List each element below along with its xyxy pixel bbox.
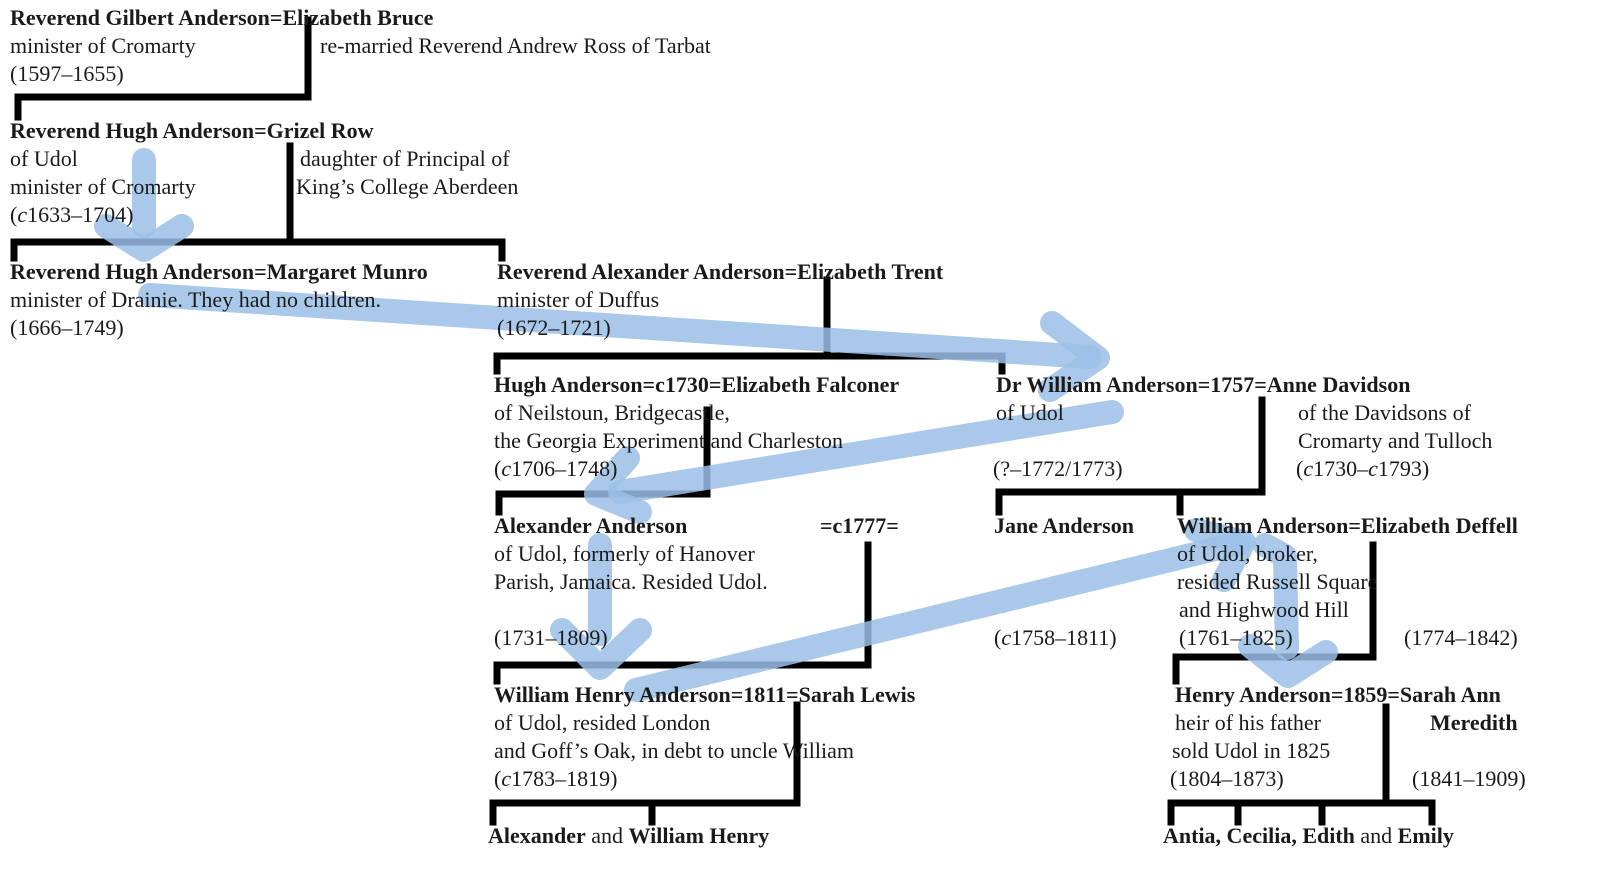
henry-1804-name: Henry Anderson=1859=Sarah Ann [1175,682,1501,707]
hugh-1633-dates: (c1633–1704) [10,202,134,227]
arrow-william-henry-to-william-1761 [624,518,1256,702]
children-of-william-henry: Alexander and William Henry [488,823,770,848]
arrow-dr-william-to-alexander-1731-shaft [608,400,1124,504]
hugh-1706-name: Hugh Anderson=c1730=Elizabeth Falconer [494,372,900,397]
children-of-henry: Antia, Cecilia, Edith and Emily [1163,823,1454,848]
sarah-ann-meredith-dates: (1841–1909) [1412,766,1526,791]
alexander-1731-place: of Udol, formerly of Hanover [494,541,755,566]
henry-1804-note: heir of his father [1175,710,1321,735]
arrow-william-1761-to-henry [1238,533,1338,688]
arrow-william-1761-to-henry-head [1238,634,1338,688]
dr-william-descent-line [995,396,1266,516]
henry-descent-line [1167,703,1436,826]
grizel-row-note-2: King’s College Aberdeen [296,174,519,199]
william-1761-dates: (1761–1825) [1179,625,1293,650]
william-1761-place: of Udol, broker, [1177,541,1318,566]
arrow-william-henry-to-william-1761-shaft [624,531,1252,702]
arrow-alexander-1731-to-william-henry-head [550,618,652,680]
alexander-1731-dates: (1731–1809) [494,625,608,650]
hugh-1666-dates: (1666–1749) [10,315,124,340]
arrow-dr-william-to-alexander-1731-head [584,446,652,524]
hugh-1706-dates: (c1706–1748) [494,456,618,481]
hugh-1633-place: of Udol [10,146,78,171]
arrow-william-1761-to-henry-shaft [1253,533,1299,660]
william-henry-place: of Udol, resided London [494,710,711,735]
arrow-hugh-1633-to-hugh-1666-head [94,214,194,262]
william-henry-descent-line [489,701,801,826]
arrow-hugh-1666-to-dr-william [138,283,1110,402]
arrow-dr-william-to-alexander-1731 [584,400,1124,524]
alexander-1731-name: Alexander Anderson [494,513,688,538]
anne-davidson-note-1: of the Davidsons of [1298,400,1471,425]
arrow-hugh-1633-to-hugh-1666 [94,148,194,262]
jane-anderson-dates: (c1758–1811) [994,625,1117,650]
hugh-1666-role: minister of Drainie. They had no childre… [10,287,382,312]
dr-william-dates: (?–1772/1773) [993,456,1123,481]
grizel-row-note-1: daughter of Principal of [300,146,510,171]
anne-davidson-note-2: Cromarty and Tulloch [1298,428,1493,453]
gilbert-name: Reverend Gilbert Anderson=Elizabeth Bruc… [10,5,434,30]
william-1761-residence: resided Russell Square [1177,569,1378,594]
hugh-1633-descent-line [10,142,506,262]
jane-anderson-name: Jane Anderson [994,513,1134,538]
hugh-1666-name: Reverend Hugh Anderson=Margaret Munro [10,259,428,284]
hugh-1706-place: of Neilstoun, Bridgecastle, [494,400,730,425]
alexander-1731-place-2: Parish, Jamaica. Resided Udol. [494,569,768,594]
alexander-1672-dates: (1672–1721) [497,315,611,340]
dr-william-place: of Udol [996,400,1064,425]
alexander-1672-role: minister of Duffus [497,287,660,312]
gilbert-descent-line [14,16,312,121]
alexander-1731-marriage: =c1777= [820,513,899,538]
henry-1804-note-2: sold Udol in 1825 [1172,738,1331,763]
dr-william-name: Dr William Anderson=1757=Anne Davidson [996,372,1411,397]
arrow-hugh-1666-to-dr-william-shaft [138,283,1102,369]
arrow-william-henry-to-william-1761-head [1184,518,1256,592]
hugh-1706-place-2: the Georgia Experiment and Charleston [494,428,844,453]
elizabeth-deffell-dates: (1774–1842) [1404,625,1518,650]
gilbert-dates: (1597–1655) [10,61,124,86]
william-henry-dates: (c1783–1819) [494,766,618,791]
henry-1804-dates: (1804–1873) [1170,766,1284,791]
hugh-1633-name: Reverend Hugh Anderson=Grizel Row [10,118,374,143]
alexander-1672-descent-line [493,276,1006,375]
william-henry-place-2: and Goff’s Oak, in debt to uncle William [494,738,855,763]
arrow-hugh-1666-to-dr-william-head [1038,311,1110,402]
gilbert-role: minister of Cromarty [10,33,196,58]
arrow-alexander-1731-to-william-henry [550,533,652,680]
elizabeth-bruce-note: re-married Reverend Andrew Ross of Tarba… [320,33,711,58]
anne-davidson-dates: (c1730–c1793) [1296,456,1430,481]
sarah-ann-meredith-name: Meredith [1430,710,1518,735]
william-1761-name: William Anderson=Elizabeth Deffell [1177,513,1518,538]
william-1761-residence-2: and Highwood Hill [1179,597,1349,622]
alexander-1672-name: Reverend Alexander Anderson=Elizabeth Tr… [497,259,944,284]
hugh-1633-role: minister of Cromarty [10,174,196,199]
william-henry-name: William Henry Anderson=1811=Sarah Lewis [494,682,916,707]
